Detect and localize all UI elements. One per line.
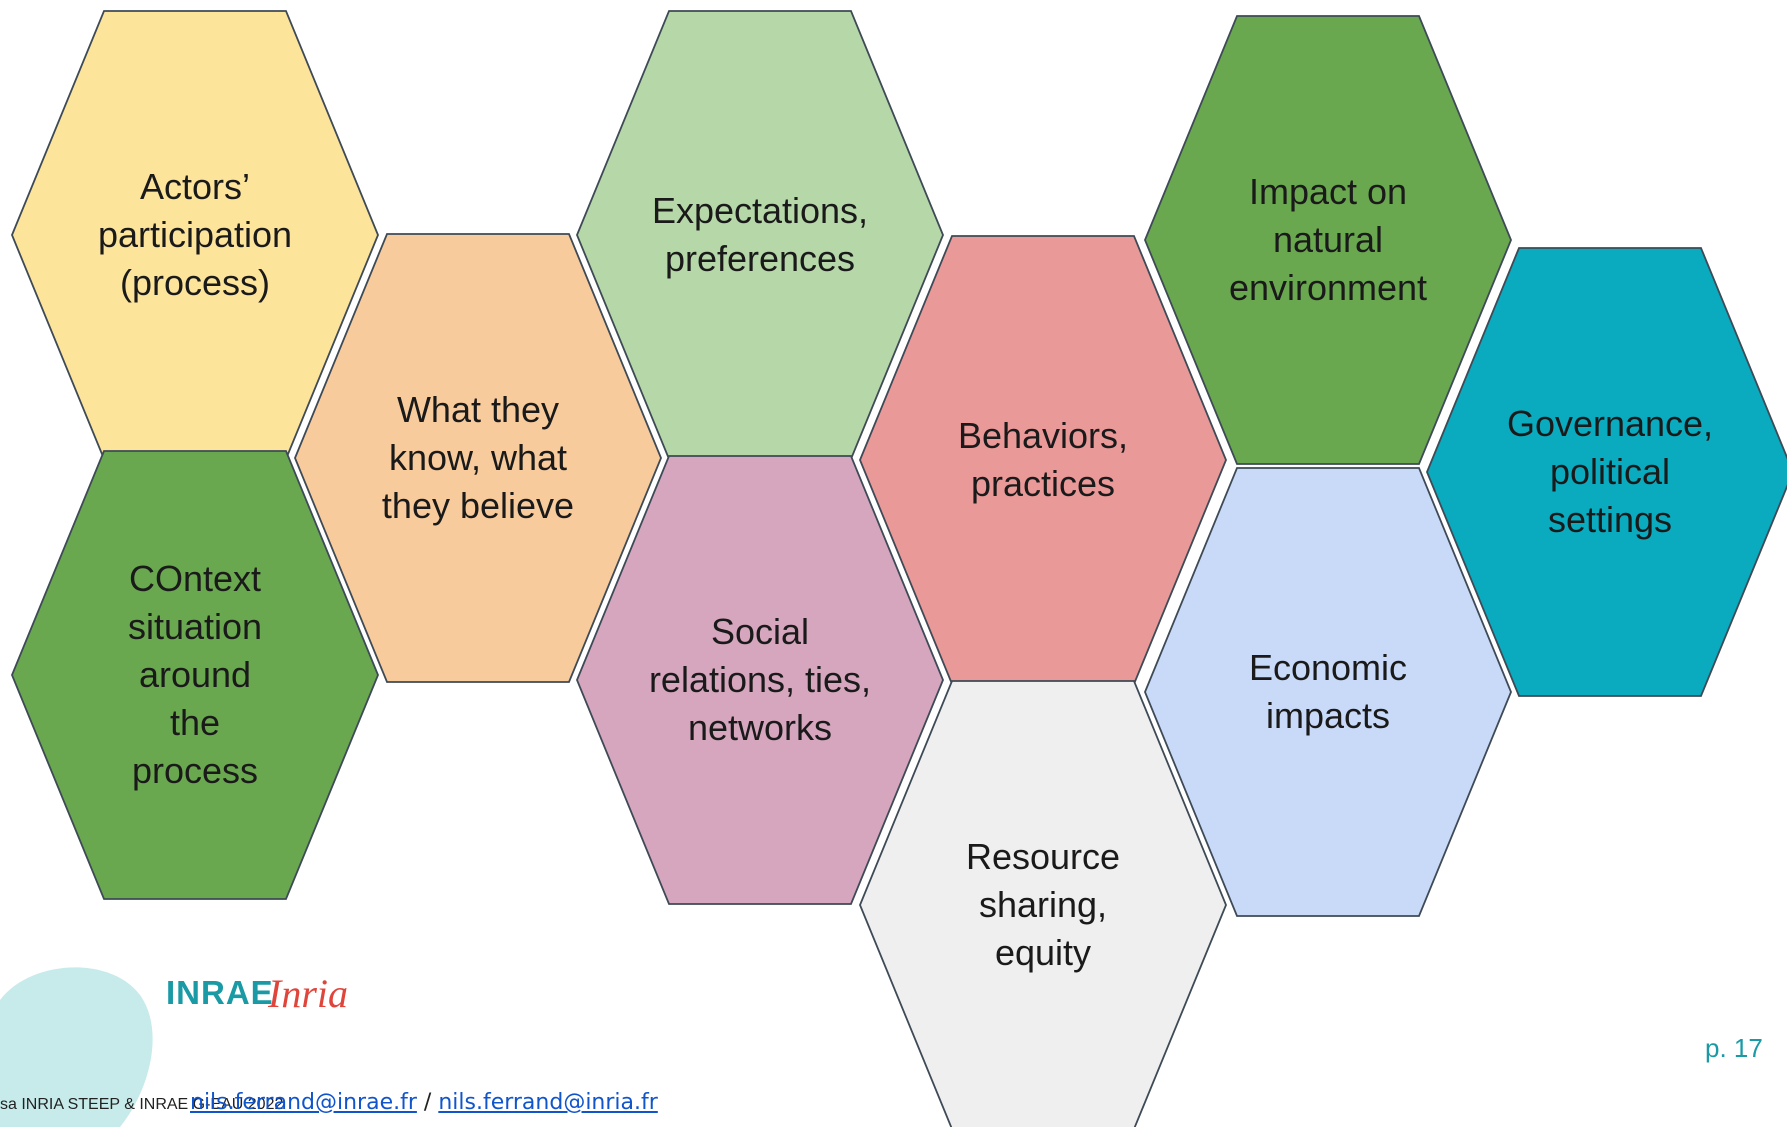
hexagon-label-line: equity: [995, 932, 1091, 973]
hexagon-governance-political: Governance, political settings: [1426, 247, 1787, 697]
hexagon-behaviors-practices: Behaviors, practices: [859, 235, 1227, 685]
hexagon-economic-impacts: Economic impacts: [1144, 467, 1512, 917]
hexagon-layer: Actors’ participation (process) COntext situ…: [11, 10, 1787, 1127]
hexagon-label-line: know, what: [389, 437, 567, 478]
hexagon-label-line: environment: [1229, 267, 1427, 308]
hexagon-label-line: they believe: [382, 485, 574, 526]
hexagon-label-line: participation: [98, 214, 292, 255]
hexagon-label-line: practices: [971, 463, 1115, 504]
footer-credit: sa INRIA STEEP & INRAE G-EAU 2022: [0, 1096, 284, 1113]
hexagon-resource-sharing: Resource sharing, equity: [859, 680, 1227, 1127]
hexagon-label-line: Impact on: [1249, 171, 1407, 212]
hexagon-label-line: Resource: [966, 836, 1120, 877]
hexagon-label-line: (process): [120, 262, 270, 303]
hexagon-label-line: political: [1550, 451, 1670, 492]
hexagon-expectations-preferences: Expectations, preferences: [576, 10, 944, 460]
hexagon-label-line: Governance,: [1507, 403, 1713, 444]
hexagon-label-line: networks: [688, 707, 832, 748]
hexagon-label-line: COntext: [129, 558, 261, 599]
inrae-logo: INRAE: [166, 974, 274, 1011]
hexagon-label-line: process: [132, 750, 258, 791]
hexagon-label-line: around: [139, 654, 251, 695]
decorative-blob: [0, 967, 153, 1127]
hexagon-shape: [294, 233, 662, 683]
hexagon-label-line: sharing,: [979, 884, 1107, 925]
hexagon-label-line: Economic: [1249, 647, 1407, 688]
hexagon-shape: [1144, 467, 1512, 917]
hexagon-impact-natural-environment: Impact on natural environment: [1144, 15, 1512, 465]
hexagon-context-situation: COntext situation around the process: [11, 450, 379, 900]
hexagon-label-line: Behaviors,: [958, 415, 1128, 456]
hexagon-what-they-know: What they know, what they believe: [294, 233, 662, 683]
hexagon-label-line: Social: [711, 611, 809, 652]
hexagon-shape: [859, 680, 1227, 1127]
footer-emails: nils.ferrand@inrae.fr / nils.ferrand@inr…: [190, 1090, 658, 1115]
hexagon-label-line: impacts: [1266, 695, 1390, 736]
inria-logo: Inria: [268, 971, 348, 1016]
hexagon-label-line: the: [170, 702, 220, 743]
hexagon-actors-participation: Actors’ participation (process): [11, 10, 379, 460]
page-number: p. 17: [1705, 1033, 1763, 1063]
hexagon-label-line: Expectations,: [652, 190, 868, 231]
hexagon-label-line: What they: [397, 389, 559, 430]
email-separator: /: [423, 1090, 432, 1115]
hexagon-label-line: settings: [1548, 499, 1672, 540]
hexagon-label-line: Actors’: [140, 166, 250, 207]
hexagon-shape: [1426, 247, 1787, 697]
hexagon-label-line: situation: [128, 606, 262, 647]
hexagon-social-relations: Social relations, ties, networks: [576, 455, 944, 905]
hexagon-label-line: preferences: [665, 238, 855, 279]
hexagon-label-line: relations, ties,: [649, 659, 871, 700]
hexagon-label-line: natural: [1273, 219, 1383, 260]
hexagon-shape: [1144, 15, 1512, 465]
email-link-inrae[interactable]: nils.ferrand@inrae.fr: [190, 1090, 417, 1115]
hexagon-shape: [576, 455, 944, 905]
email-link-inria[interactable]: nils.ferrand@inria.fr: [438, 1090, 658, 1115]
hexagon-shape: [11, 450, 379, 900]
